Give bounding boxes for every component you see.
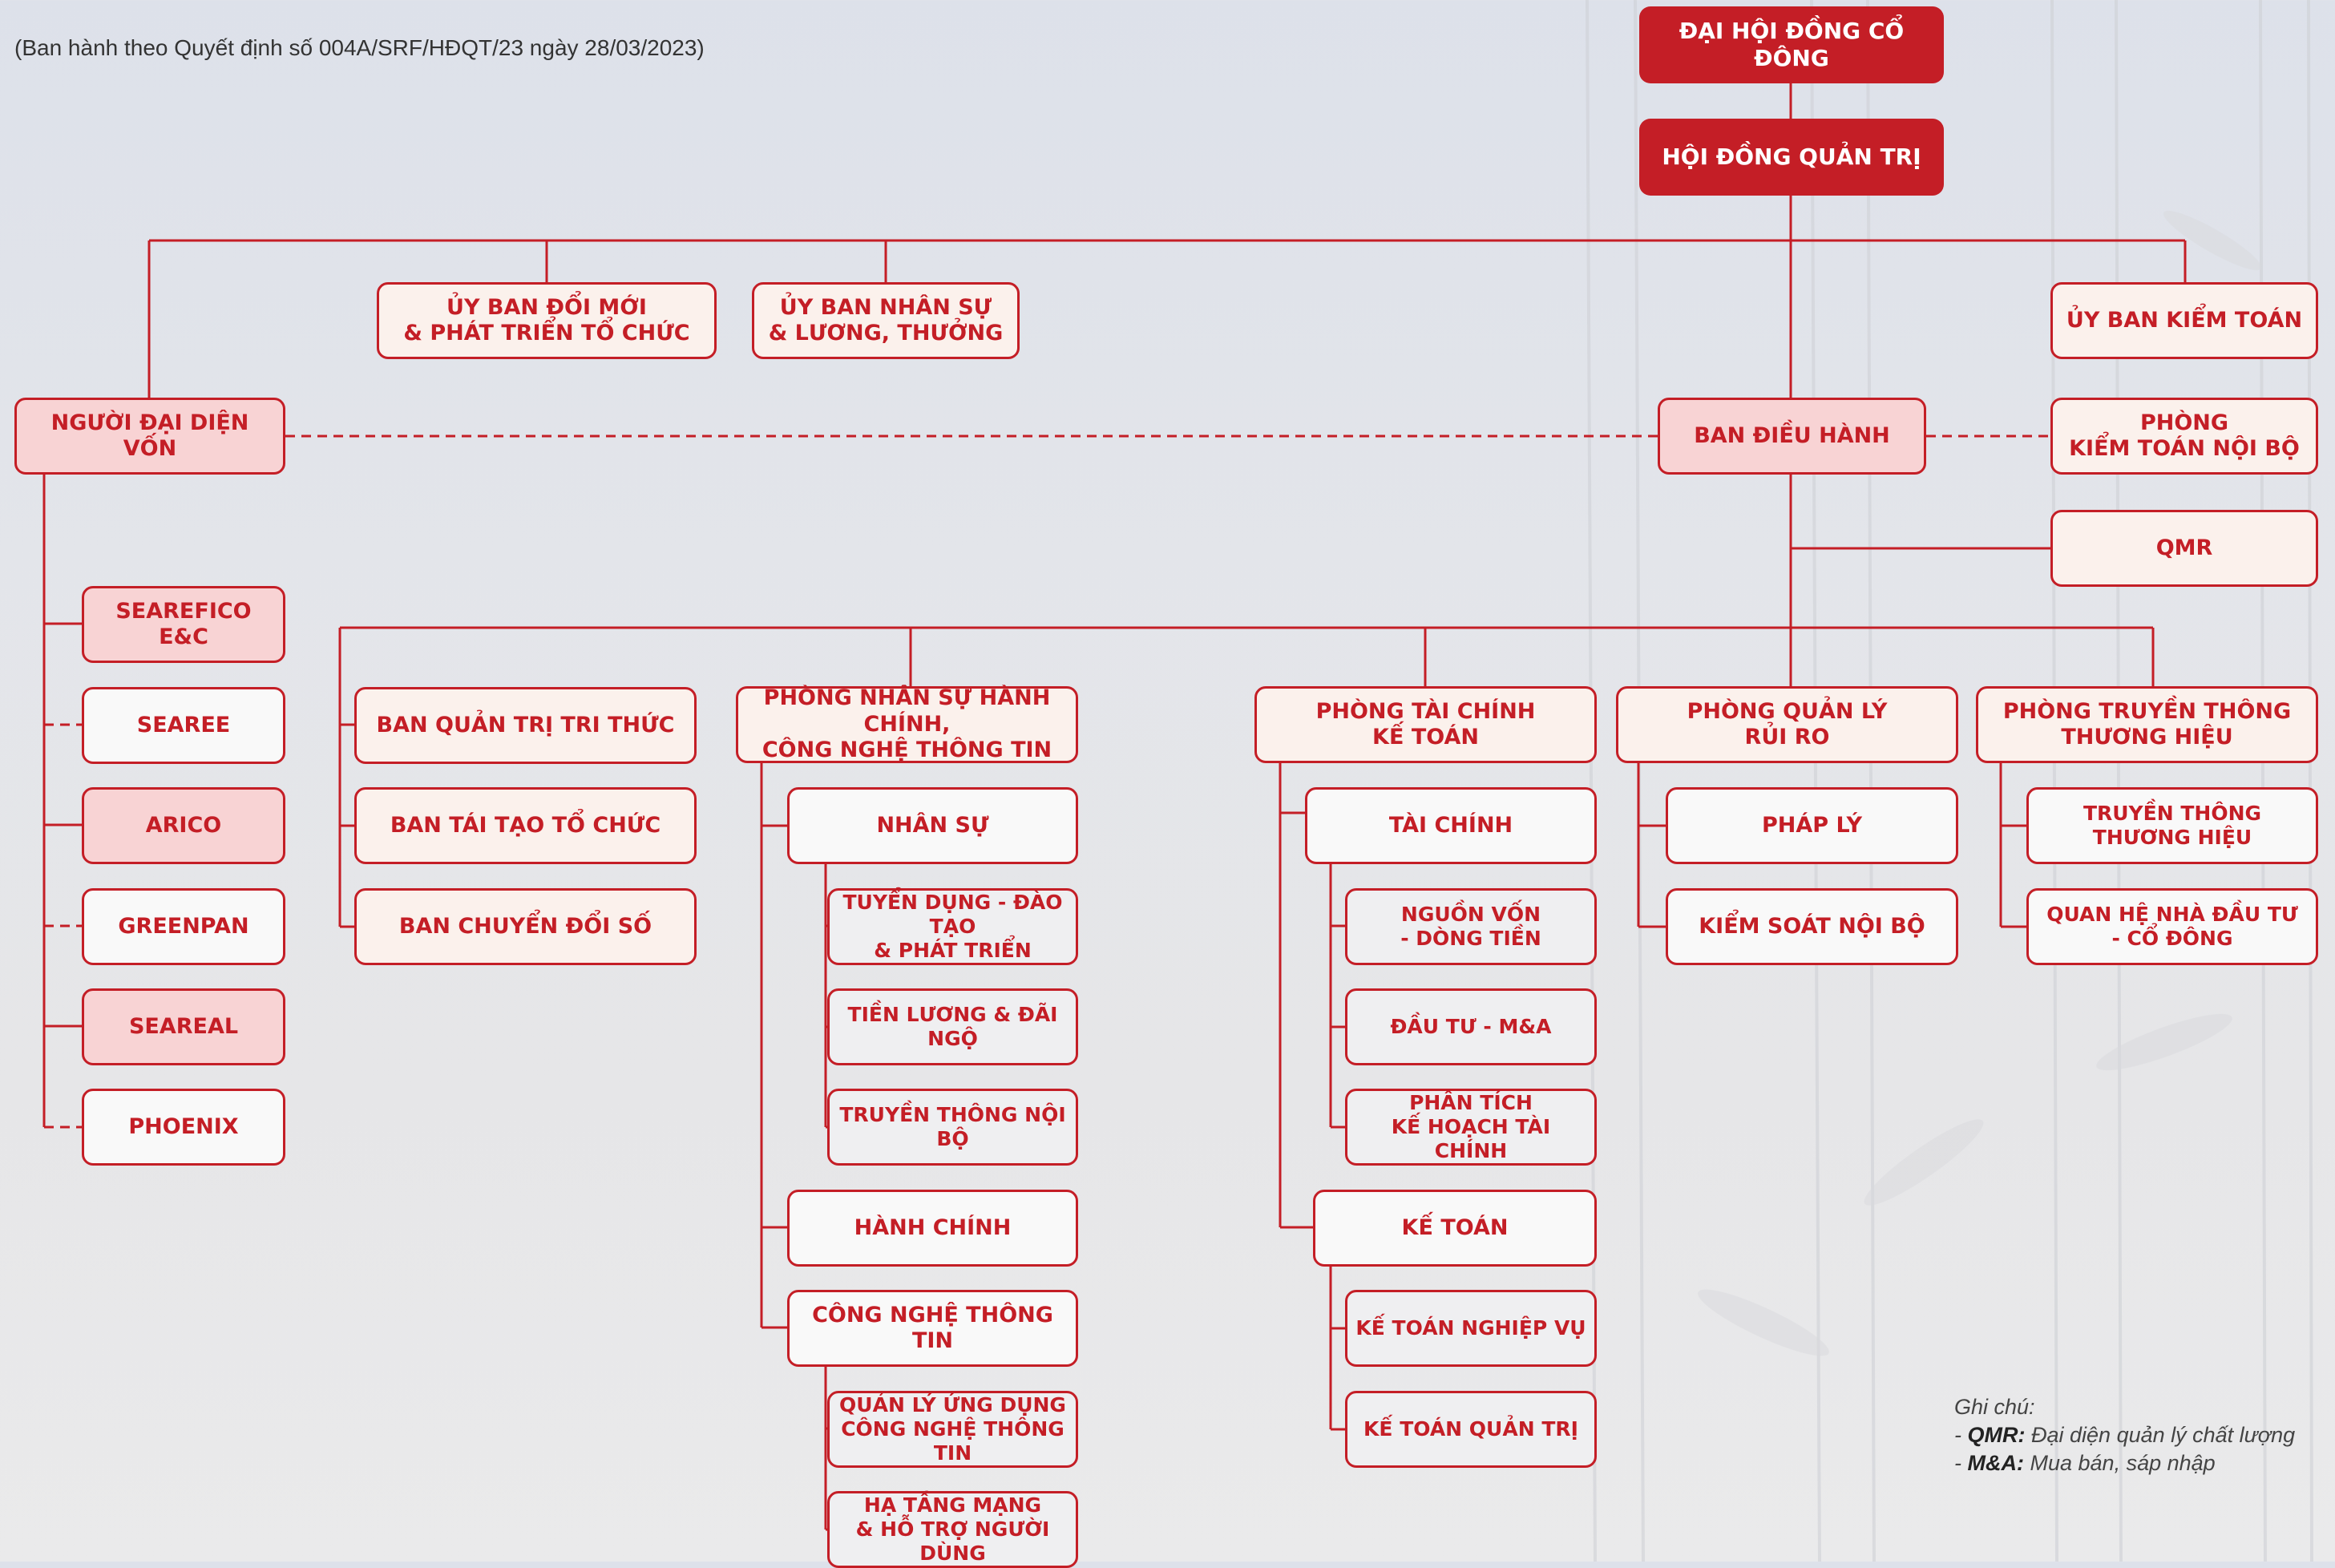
- audit-committee-box: ỦY BAN KIỂM TOÁN: [2050, 282, 2318, 359]
- it-unit-box: CÔNG NGHỆ THÔNG TIN: [787, 1290, 1078, 1367]
- subsidiary-greenpan: GREENPAN: [82, 888, 285, 965]
- note-ma-abbr: M&A:: [1967, 1451, 2024, 1475]
- legal-unit-box: PHÁP LÝ: [1666, 787, 1958, 864]
- hr-admin-it-department-box: PHÒNG NHÂN SỰ HÀNH CHÍNH, CÔNG NGHỆ THÔN…: [736, 685, 1078, 763]
- subsidiary-phoenix: PHOENIX: [82, 1089, 285, 1166]
- compensation-benefits-box: TIỀN LƯƠNG & ĐÃI NGỘ: [827, 988, 1078, 1065]
- accounting-unit-box: KẾ TOÁN: [1313, 1190, 1597, 1267]
- legend-notes: Ghi chú: - QMR: Đại diện quản lý chất lư…: [1954, 1393, 2295, 1477]
- notes-heading: Ghi chú:: [1954, 1395, 2035, 1419]
- hr-remuneration-committee-box: ỦY BAN NHÂN SỰ & LƯƠNG, THƯỞNG: [752, 282, 1020, 359]
- investment-ma-box: ĐẦU TƯ - M&A: [1345, 988, 1597, 1065]
- organization-restructure-board-box: BAN TÁI TẠO TỔ CHỨC: [354, 787, 697, 864]
- note-qmr-abbr: QMR:: [1967, 1423, 2026, 1447]
- page-subtitle: (Ban hành theo Quyết định số 004A/SRF/HĐ…: [14, 35, 705, 60]
- network-infrastructure-box: HẠ TẦNG MẠNG & HỖ TRỢ NGƯỜI DÙNG: [827, 1491, 1078, 1568]
- brand-communication-unit-box: TRUYỀN THÔNG THƯƠNG HIỆU: [2026, 787, 2318, 864]
- qmr-box: QMR: [2050, 510, 2318, 587]
- hr-unit-box: NHÂN SỰ: [787, 787, 1078, 864]
- subsidiary-searefico-ec: SEAREFICO E&C: [82, 586, 285, 663]
- digital-transformation-board-box: BAN CHUYỂN ĐỔI SỐ: [354, 888, 697, 965]
- operational-accounting-box: KẾ TOÁN NGHIỆP VỤ: [1345, 1290, 1597, 1367]
- financial-planning-box: PHÂN TÍCH KẾ HOẠCH TÀI CHÍNH: [1345, 1089, 1597, 1166]
- brand-communication-department-box: PHÒNG TRUYỀN THÔNG THƯƠNG HIỆU: [1976, 686, 2318, 763]
- note-ma: - M&A: Mua bán, sáp nhập: [1954, 1451, 2216, 1475]
- risk-management-department-box: PHÒNG QUẢN LÝ RỦI RO: [1616, 686, 1958, 763]
- administration-unit-box: HÀNH CHÍNH: [787, 1190, 1078, 1267]
- knowledge-management-board-box: BAN QUẢN TRỊ TRI THỨC: [354, 687, 697, 764]
- innovation-committee-box: ỦY BAN ĐỔI MỚI & PHÁT TRIỂN TỔ CHỨC: [377, 282, 717, 359]
- capital-representative-box: NGƯỜI ĐẠI DIỆN VỐN: [14, 398, 285, 475]
- finance-accounting-department-box: PHÒNG TÀI CHÍNH KẾ TOÁN: [1254, 686, 1597, 763]
- shareholders-meeting-box: ĐẠI HỘI ĐỒNG CỔ ĐÔNG: [1639, 6, 1944, 83]
- subsidiary-searee: SEAREE: [82, 687, 285, 764]
- subsidiary-arico: ARICO: [82, 787, 285, 864]
- management-accounting-box: KẾ TOÁN QUẢN TRỊ: [1345, 1391, 1597, 1468]
- internal-communication-box: TRUYỀN THÔNG NỘI BỘ: [827, 1089, 1078, 1166]
- note-ma-text: Mua bán, sáp nhập: [2030, 1451, 2216, 1475]
- note-qmr-text: Đại diện quản lý chất lượng: [2031, 1423, 2296, 1447]
- executive-board-box: BAN ĐIỀU HÀNH: [1658, 398, 1926, 475]
- internal-control-unit-box: KIỂM SOÁT NỘI BỘ: [1666, 888, 1958, 965]
- investor-relations-unit-box: QUAN HỆ NHÀ ĐẦU TƯ - CỔ ĐÔNG: [2026, 888, 2318, 965]
- capital-cashflow-box: NGUỒN VỐN - DÒNG TIỀN: [1345, 888, 1597, 965]
- finance-unit-box: TÀI CHÍNH: [1305, 787, 1597, 864]
- recruitment-training-box: TUYỂN DỤNG - ĐÀO TẠO & PHÁT TRIỂN: [827, 888, 1078, 965]
- internal-audit-box: PHÒNG KIỂM TOÁN NỘI BỘ: [2050, 398, 2318, 475]
- it-application-management-box: QUẢN LÝ ỨNG DỤNG CÔNG NGHỆ THÔNG TIN: [827, 1391, 1078, 1468]
- note-qmr: - QMR: Đại diện quản lý chất lượng: [1954, 1423, 2296, 1447]
- board-of-directors-box: HỘI ĐỒNG QUẢN TRỊ: [1639, 119, 1944, 196]
- subsidiary-seareal: SEAREAL: [82, 988, 285, 1065]
